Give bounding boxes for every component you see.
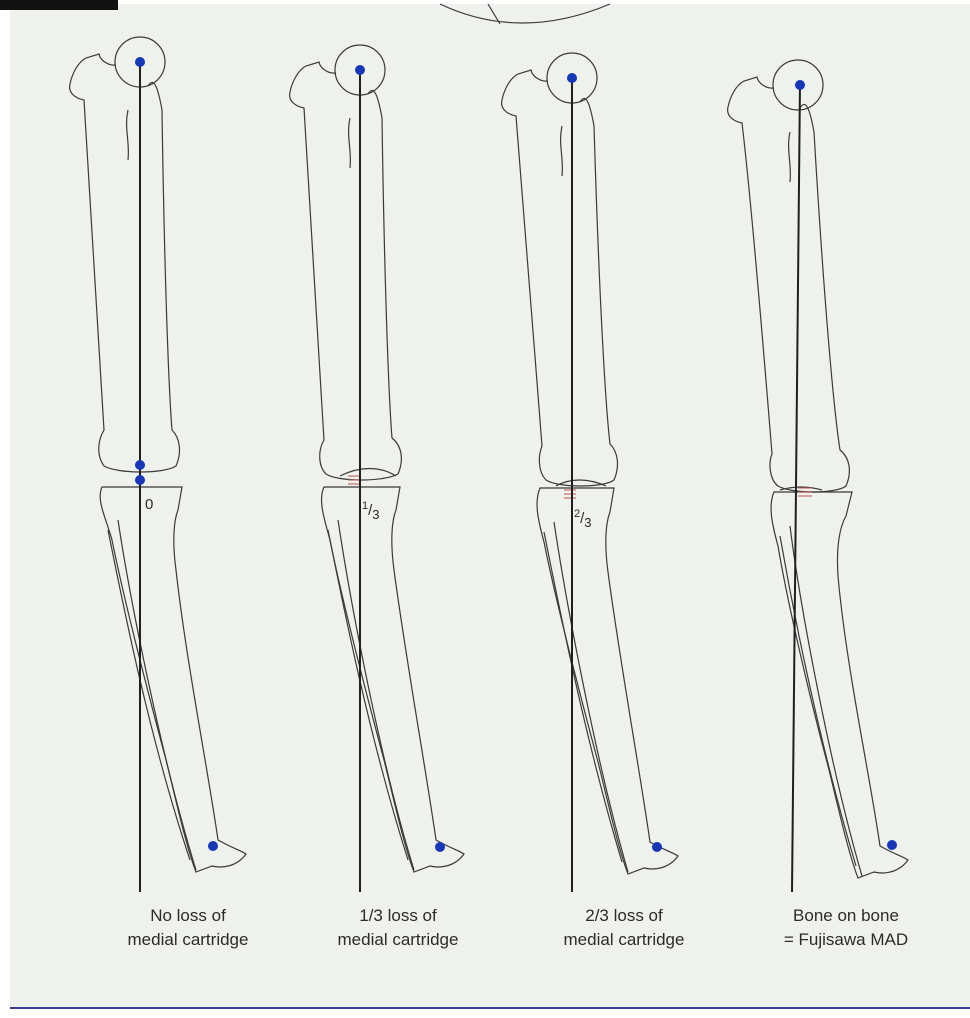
caption-line: 1/3 loss of bbox=[288, 904, 508, 928]
gap-label-denominator: 3 bbox=[372, 507, 379, 522]
ankle-center-dot bbox=[887, 840, 897, 850]
hip-center-dot bbox=[795, 80, 805, 90]
hip-center-dot bbox=[355, 65, 365, 75]
caption-line: medial cartridge bbox=[78, 928, 298, 952]
caption-panel-1: No loss of medial cartridge bbox=[78, 904, 298, 952]
hip-center-dot bbox=[567, 73, 577, 83]
caption-line: No loss of bbox=[78, 904, 298, 928]
femoral-condyle-dot bbox=[135, 460, 145, 470]
hip-center-dot bbox=[135, 57, 145, 67]
tibial-plateau-dot bbox=[135, 475, 145, 485]
ankle-center-dot bbox=[652, 842, 662, 852]
caption-panel-2: 1/3 loss of medial cartridge bbox=[288, 904, 508, 952]
caption-line: = Fujisawa MAD bbox=[736, 928, 956, 952]
caption-line: Bone on bone bbox=[736, 904, 956, 928]
gap-label-two-thirds: 2/3 bbox=[574, 508, 592, 530]
gap-label-numerator: 1 bbox=[362, 500, 368, 512]
gap-label-one-third: 1/3 bbox=[362, 500, 380, 522]
caption-panel-3: 2/3 loss of medial cartridge bbox=[514, 904, 734, 952]
gap-label-numerator: 2 bbox=[574, 508, 580, 520]
ankle-center-dot bbox=[208, 841, 218, 851]
figure-letter-fragment bbox=[0, 0, 118, 10]
caption-line: medial cartridge bbox=[288, 928, 508, 952]
caption-line: 2/3 loss of bbox=[514, 904, 734, 928]
gap-label-denominator: 3 bbox=[584, 515, 591, 530]
caption-line: medial cartridge bbox=[514, 928, 734, 952]
ankle-center-dot bbox=[435, 842, 445, 852]
gap-label-zero: 0 bbox=[145, 496, 153, 513]
gap-label-text: 0 bbox=[145, 496, 153, 513]
caption-panel-4: Bone on bone = Fujisawa MAD bbox=[736, 904, 956, 952]
paper-sheet bbox=[10, 4, 970, 1007]
